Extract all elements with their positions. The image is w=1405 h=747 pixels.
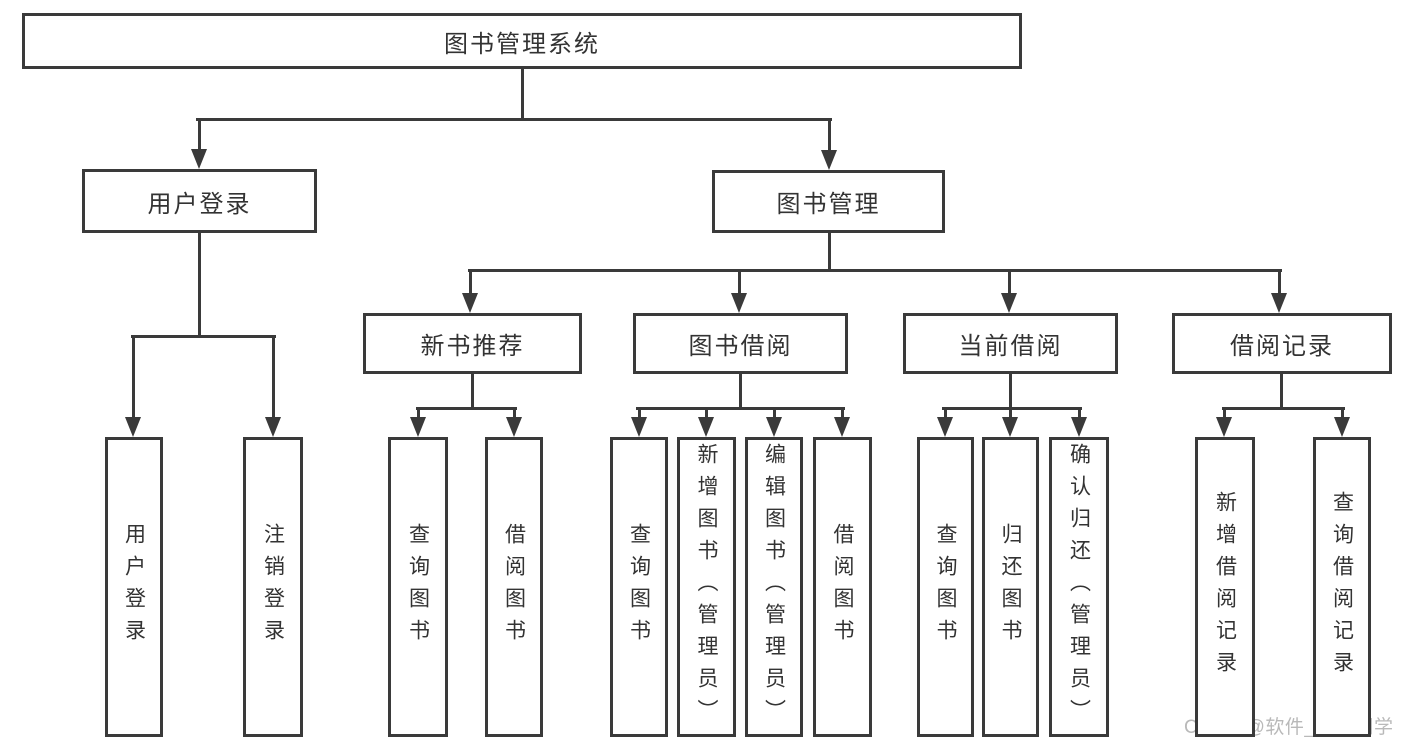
node-cb-confirm: 确认归还（管理员） [1049,437,1109,737]
edge-vline [1008,374,1012,410]
edge-arrow-shaft [468,269,472,301]
node-label-root: 图书管理系统 [444,30,600,58]
edge-vline [520,69,524,121]
node-cb-return: 归还图书 [982,437,1039,737]
edge-vline [738,374,742,410]
edge-arrow-shaft [1340,407,1344,425]
node-label-bb-query: 查询图书 [627,523,651,651]
node-label-book-borrow: 图书借阅 [688,333,793,360]
edge-vline [827,233,831,272]
node-label-br-add: 新增借阅记录 [1213,491,1237,683]
edge-arrow-shaft [416,407,420,425]
edge-arrow-shaft [704,407,708,425]
arrowhead-down-icon [1002,417,1018,437]
edge-arrow-shaft [1077,407,1081,425]
edge-vline [470,374,474,410]
arrowhead-down-icon [766,417,782,437]
edge-arrow-shaft [1222,407,1226,425]
edge-hline [941,407,1082,410]
node-label-br-query: 查询借阅记录 [1330,491,1354,683]
node-label-login: 用户登录 [122,523,146,651]
arrowhead-down-icon [1001,293,1017,313]
arrowhead-down-icon [937,417,953,437]
node-label-bb-edit: 编辑图书（管理员） [762,443,786,731]
node-borrow-records: 借阅记录 [1172,313,1392,374]
node-label-current-borrow: 当前借阅 [958,333,1063,360]
arrowhead-down-icon [698,417,714,437]
node-label-new-book-rec: 新书推荐 [420,333,525,360]
edge-arrow-shaft [512,407,516,425]
edge-arrow-shaft [943,407,947,425]
node-label-cb-return: 归还图书 [999,523,1022,651]
edge-arrow-shaft [1007,269,1011,301]
arrowhead-down-icon [125,417,141,437]
edge-arrow-shaft [1277,269,1281,301]
arrowhead-down-icon [462,293,478,313]
node-new-book-rec: 新书推荐 [363,313,582,374]
edge-hline [130,335,276,338]
arrowhead-down-icon [1271,293,1287,313]
arrowhead-down-icon [631,417,647,437]
node-label-logout: 注销登录 [261,523,285,651]
edge-hline [195,118,832,121]
node-book-borrow: 图书借阅 [633,313,848,374]
node-br-query: 查询借阅记录 [1313,437,1371,737]
edge-hline [1221,407,1345,410]
node-label-rec-borrow: 借阅图书 [502,523,526,651]
arrowhead-down-icon [1334,417,1350,437]
node-label-rec-query: 查询图书 [406,523,430,651]
node-logout: 注销登录 [243,437,303,737]
node-label-bb-add: 新增图书（管理员） [695,443,718,731]
edge-arrow-shaft [737,269,741,301]
edge-arrow-shaft [131,335,135,425]
edge-arrow-shaft [1008,407,1012,425]
arrowhead-down-icon [821,150,837,170]
edge-arrow-shaft [827,118,831,158]
edge-arrow-shaft [772,407,776,425]
arrowhead-down-icon [265,417,281,437]
node-label-borrow-records: 借阅记录 [1230,333,1334,360]
node-br-add: 新增借阅记录 [1195,437,1255,737]
edge-hline [415,407,517,410]
edge-arrow-shaft [637,407,641,425]
edge-arrow-shaft [197,118,201,157]
node-cb-query: 查询图书 [917,437,974,737]
arrowhead-down-icon [506,417,522,437]
arrowhead-down-icon [834,417,850,437]
edge-vline [197,233,201,338]
arrowhead-down-icon [1071,417,1087,437]
node-book-mgmt: 图书管理 [712,170,945,233]
node-current-borrow: 当前借阅 [903,313,1118,374]
edge-hline [467,269,1282,272]
node-label-cb-query: 查询图书 [934,523,957,651]
arrowhead-down-icon [731,293,747,313]
edge-arrow-shaft [840,407,844,425]
node-user-login: 用户登录 [82,169,317,233]
node-rec-borrow: 借阅图书 [485,437,543,737]
arrowhead-down-icon [410,417,426,437]
node-bb-add: 新增图书（管理员） [677,437,736,737]
arrowhead-down-icon [191,149,207,169]
node-label-bb-borrow: 借阅图书 [831,523,854,651]
node-rec-query: 查询图书 [388,437,448,737]
edge-arrow-shaft [271,335,275,425]
node-label-cb-confirm: 确认归还（管理员） [1067,443,1091,731]
node-root: 图书管理系统 [22,13,1022,69]
edge-vline [1279,374,1283,410]
node-label-user-login: 用户登录 [147,190,252,218]
arrowhead-down-icon [1216,417,1232,437]
node-bb-edit: 编辑图书（管理员） [745,437,803,737]
node-label-book-mgmt: 图书管理 [776,191,881,218]
edge-hline [635,407,845,410]
node-bb-query: 查询图书 [610,437,668,737]
node-bb-borrow: 借阅图书 [813,437,872,737]
node-login: 用户登录 [105,437,163,737]
